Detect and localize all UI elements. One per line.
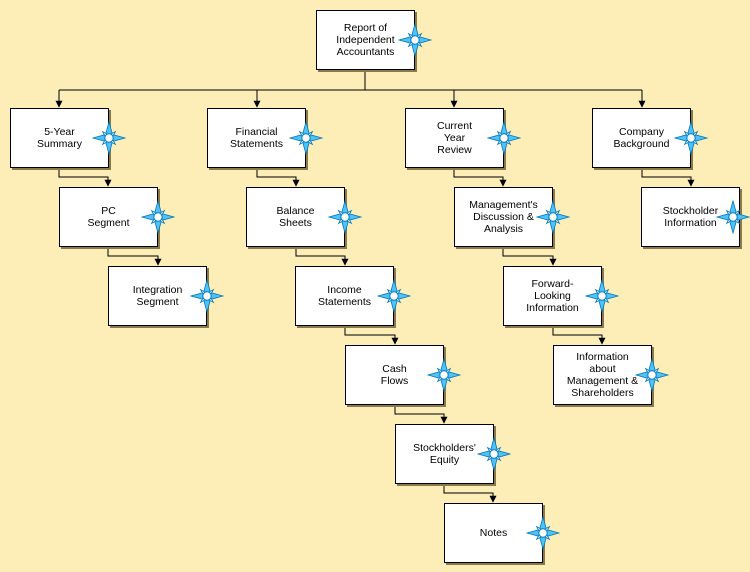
connector-to-income-statements (295, 247, 349, 266)
connector-to-stockholders-equity (394, 405, 448, 424)
node-balance-sheets[interactable]: Balance Sheets (246, 187, 345, 247)
node-5-year-summary[interactable]: 5-Year Summary (10, 108, 109, 168)
node-label: Report of Independent Accountants (336, 22, 395, 58)
node-stockholders-equity[interactable]: Stockholders' Equity (395, 424, 494, 484)
node-pc-segment[interactable]: PC Segment (59, 187, 158, 247)
node-label: Cash Flows (380, 363, 409, 387)
node-company-background[interactable]: Company Background (592, 108, 691, 168)
node-label: Information about Management & Sharehold… (566, 351, 639, 399)
connector-to-notes (443, 484, 497, 503)
node-label: Financial Statements (229, 126, 284, 150)
node-current-year-review[interactable]: Current Year Review (405, 108, 504, 168)
node-label: Integration Segment (132, 284, 183, 308)
connector-to-info-management (552, 326, 606, 345)
connector-to-balance-sheets (256, 168, 300, 187)
connector-to-integration-segment (107, 247, 162, 266)
node-income-statements[interactable]: Income Statements (295, 266, 394, 326)
node-information-about-management-shareholders[interactable]: Information about Management & Sharehold… (553, 345, 652, 405)
node-forward-looking-information[interactable]: Forward- Looking Information (503, 266, 602, 326)
node-integration-segment[interactable]: Integration Segment (108, 266, 207, 326)
node-stockholder-information[interactable]: Stockholder Information (641, 187, 740, 247)
node-label: 5-Year Summary (37, 126, 82, 150)
node-notes[interactable]: Notes (444, 503, 543, 563)
node-label: Balance Sheets (276, 205, 315, 229)
connector-to-forward-looking (502, 247, 557, 266)
connector-to-stockholder-information (641, 168, 695, 187)
node-label: Current Year Review (436, 120, 472, 156)
node-label: Management's Discussion & Analysis (469, 199, 538, 235)
node-label: PC Segment (87, 205, 130, 229)
connector-to-pc-segment (58, 168, 112, 187)
node-report-of-independent-accountants[interactable]: Report of Independent Accountants (316, 10, 415, 70)
node-label: Notes (479, 527, 508, 539)
node-label: Stockholders' Equity (413, 442, 476, 466)
node-label: Income Statements (317, 284, 372, 308)
node-financial-statements[interactable]: Financial Statements (207, 108, 306, 168)
node-cash-flows[interactable]: Cash Flows (345, 345, 444, 405)
node-label: Stockholder Information (662, 205, 719, 229)
node-label: Forward- Looking Information (526, 278, 579, 314)
connector-to-cash-flows (344, 326, 399, 345)
connector-to-mdna (453, 168, 507, 187)
node-managements-discussion-analysis[interactable]: Management's Discussion & Analysis (454, 187, 553, 247)
connector-lines (55, 70, 695, 503)
node-label: Company Background (613, 126, 670, 150)
